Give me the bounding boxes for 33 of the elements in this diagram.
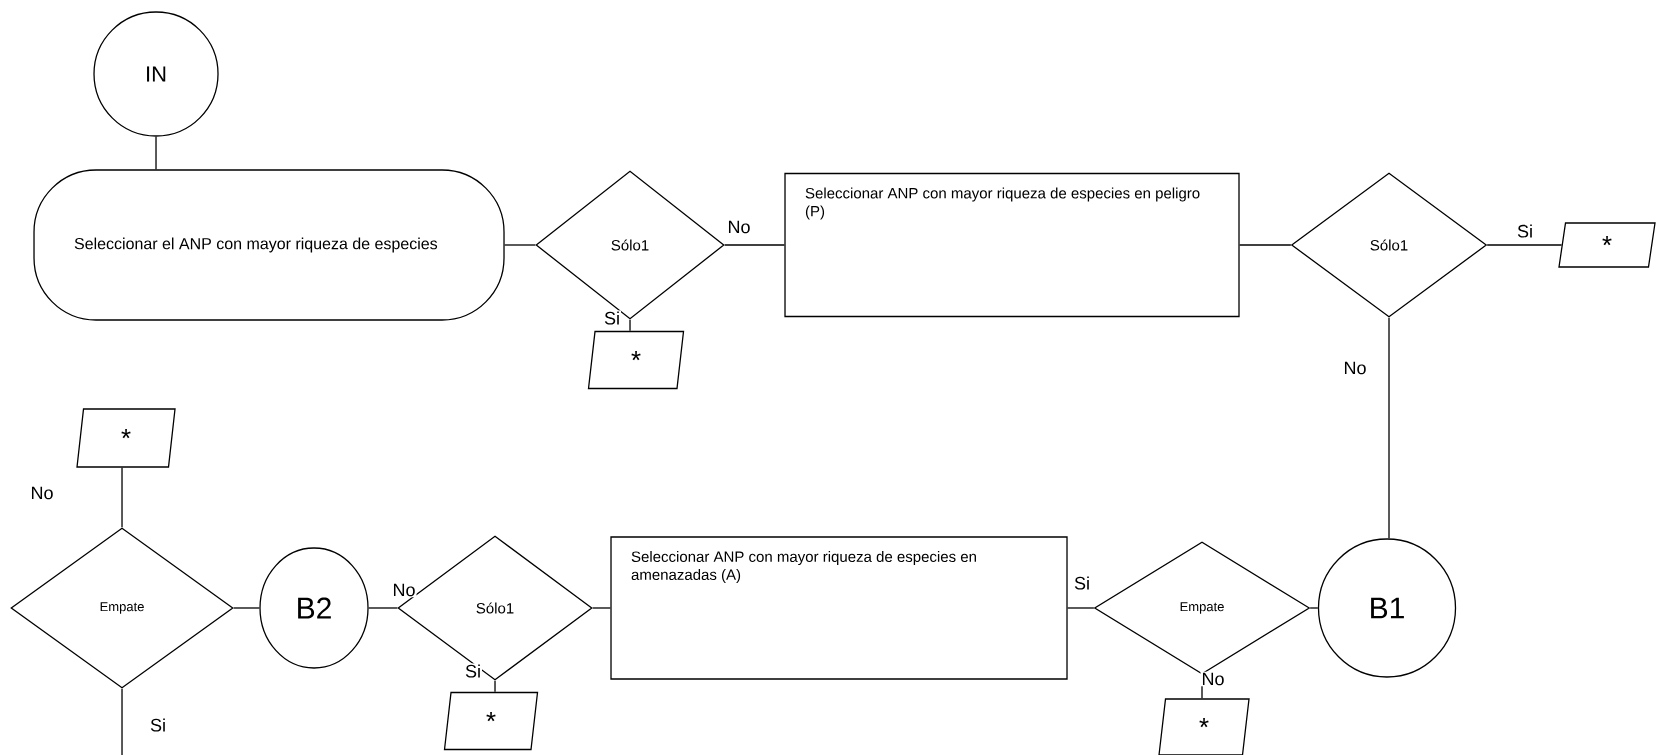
connector-line: [1309, 607, 1319, 609]
connector-line: [1239, 244, 1292, 246]
connector-line: [1067, 607, 1095, 609]
connector-line: [629, 319, 631, 332]
terminal-box: Seleccionar el ANP con mayor riqueza de especies: [33, 169, 505, 321]
connector-line: [1486, 244, 1563, 246]
connector-line: [121, 467, 123, 528]
connector-line: [592, 607, 611, 609]
connector-line: [724, 244, 785, 246]
edge-label: No: [1200, 671, 1226, 687]
output-parallelogram: *: [587, 330, 685, 390]
output-parallelogram: *: [1158, 698, 1250, 755]
connector-line: [121, 688, 123, 755]
output-parallelogram: *: [443, 691, 539, 751]
edge-label: Si: [464, 663, 482, 679]
process-box: Seleccionar ANP con mayor riqueza de especies en amenazadas (A): [610, 536, 1068, 680]
edge-label: Si: [603, 310, 621, 326]
edge-label: No: [1342, 360, 1368, 376]
output-parallelogram: *: [1558, 222, 1656, 268]
connector-line: [1388, 317, 1390, 539]
process-box: Seleccionar ANP con mayor riqueza de especies en peligro (P): [784, 172, 1240, 318]
edge-label: Si: [1073, 575, 1091, 591]
edge-label: No: [726, 219, 752, 235]
connector-line: [494, 680, 496, 693]
connector-line: [155, 136, 157, 170]
connector-line: [504, 244, 536, 246]
edge-label: Si: [1516, 223, 1534, 239]
edge-label: Si: [149, 717, 167, 733]
edge-label: No: [391, 582, 417, 598]
connector-line: [368, 607, 398, 609]
connector-line: [233, 607, 260, 609]
output-parallelogram: *: [76, 408, 176, 468]
edge-label: No: [29, 485, 55, 501]
